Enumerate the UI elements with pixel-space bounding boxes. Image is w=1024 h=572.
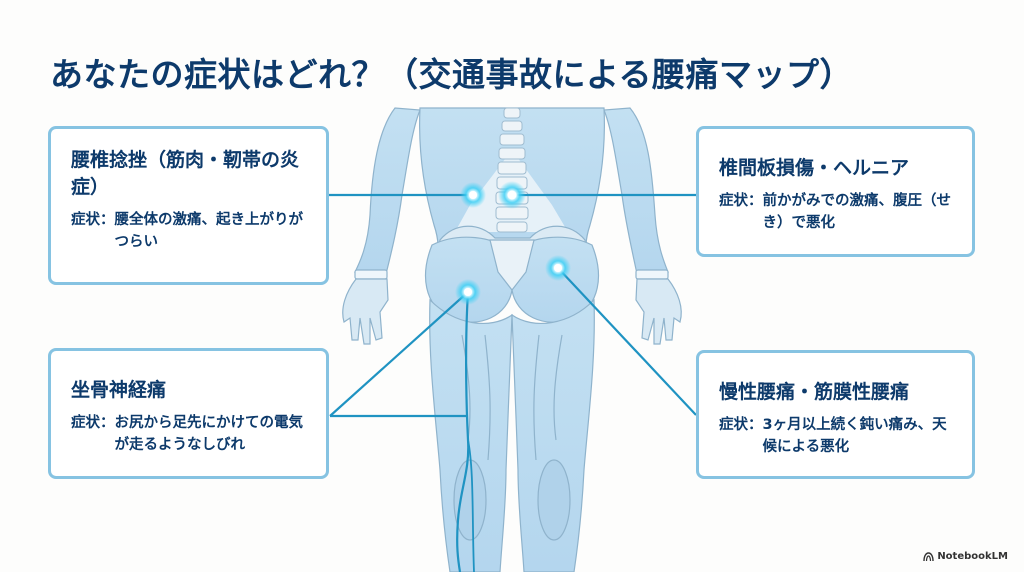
symptom-label: 症状： <box>71 212 115 228</box>
pain-hotspots <box>455 181 571 305</box>
sacrum <box>489 239 535 291</box>
condition-heading: 慢性腰痛・筋膜性腰痛 <box>719 381 910 403</box>
symptom-row: 症状： 3ヶ月以上続く鈍い痛み、天候による悪化 <box>719 414 952 458</box>
condition-heading: 腰椎捻挫（筋肉・靭帯の炎症） <box>71 149 300 198</box>
right-leg <box>511 298 595 572</box>
symptom-row: 症状： 前かがみでの激痛、腹圧（せき）で悪化 <box>719 190 952 234</box>
symptom-row: 症状： 腰全体の激痛、起き上がりがつらい <box>71 209 306 253</box>
brand-watermark: NotebookLM <box>923 551 1008 562</box>
condition-card-sciatica: 坐骨神経痛 症状： お尻から足先にかけての電気が走るようなしびれ <box>48 348 329 479</box>
connector-lines <box>329 193 697 572</box>
page-title: あなたの症状はどれ？（交通事故による腰痛マップ） <box>50 55 854 94</box>
condition-card-lumbar-sprain: 腰椎捻挫（筋肉・靭帯の炎症） 症状： 腰全体の激痛、起き上がりがつらい <box>48 126 329 285</box>
connector-sciatica-diagonal <box>329 291 469 417</box>
left-arm <box>354 107 421 275</box>
left-hand <box>342 278 389 345</box>
body-figure <box>342 107 682 572</box>
symptom-label: 症状： <box>719 417 763 433</box>
condition-heading: 椎間板損傷・ヘルニア <box>719 157 910 179</box>
symptom-text: 腰全体の激痛、起き上がりがつらい <box>114 212 304 250</box>
condition-card-chronic-back-pain: 慢性腰痛・筋膜性腰痛 症状： 3ヶ月以上続く鈍い痛み、天候による悪化 <box>696 350 975 479</box>
symptom-text: 前かがみでの激痛、腹圧（せき）で悪化 <box>762 193 952 231</box>
right-hand <box>635 278 682 345</box>
connector-chronic <box>557 267 697 416</box>
brand-name: NotebookLM <box>937 551 1008 562</box>
symptom-text: お尻から足先にかけての電気が走るようなしびれ <box>114 415 304 453</box>
spine <box>495 107 529 233</box>
notebooklm-logo-icon <box>923 552 935 561</box>
symptom-row: 症状： お尻から足先にかけての電気が走るようなしびれ <box>71 412 306 456</box>
condition-card-disc-herniation: 椎間板損傷・ヘルニア 症状： 前かがみでの激痛、腹圧（せき）で悪化 <box>696 126 975 257</box>
symptom-label: 症状： <box>71 415 115 431</box>
symptom-label: 症状： <box>719 193 763 209</box>
sciatic-nerve <box>456 291 470 572</box>
right-arm <box>603 107 669 275</box>
condition-heading: 坐骨神経痛 <box>71 379 167 401</box>
symptom-text: 3ヶ月以上続く鈍い痛み、天候による悪化 <box>762 417 947 455</box>
